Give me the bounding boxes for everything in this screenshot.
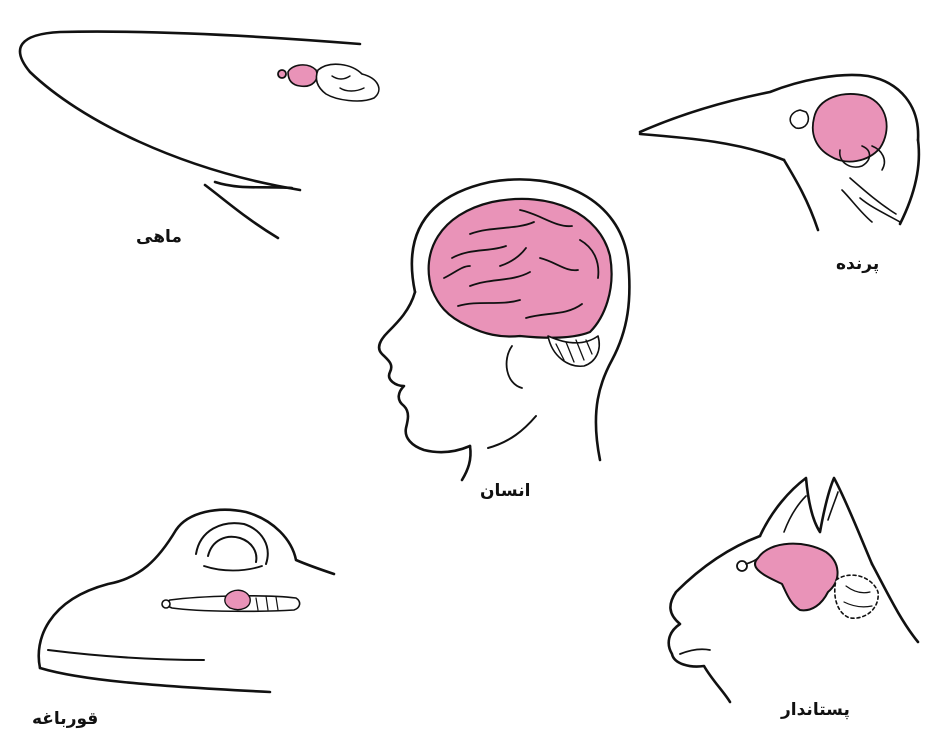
mammal-cerebellum — [835, 575, 878, 618]
frog-brain — [162, 590, 300, 611]
bird-feathers — [842, 178, 900, 222]
fish-fin-inner — [215, 182, 292, 188]
mammal-brain-olfactory — [737, 561, 747, 571]
frog-brain-cerebrum — [225, 590, 250, 609]
fish-illustration — [20, 32, 379, 238]
frog-jaw — [40, 668, 270, 692]
frog-brain-olfactory — [162, 600, 170, 608]
label-fish: ماهی — [136, 229, 182, 246]
bird-back — [900, 140, 919, 224]
mammal-back — [872, 564, 918, 642]
mammal-cerebrum — [755, 544, 838, 611]
frog-mouth — [48, 650, 204, 660]
frog-illustration — [39, 510, 334, 692]
frog-eye-lid — [204, 566, 262, 571]
human-illustration — [379, 179, 629, 480]
bird-brain — [790, 94, 886, 170]
frog-head-outline — [39, 510, 334, 668]
human-cerebrum — [429, 199, 612, 338]
mammal-head-outline — [669, 536, 760, 702]
human-jaw — [488, 416, 536, 448]
label-bird: پرنده — [836, 256, 879, 273]
fish-brain-hind — [316, 64, 378, 101]
mammal-mouth — [680, 649, 710, 654]
fish-head-outline — [20, 32, 360, 190]
fish-brain-olfactory — [278, 70, 286, 78]
human-neck — [462, 446, 471, 480]
frog-eye-inner — [208, 537, 256, 562]
bird-beak-lower — [640, 134, 784, 160]
label-mammal: پستاندار — [781, 702, 850, 719]
label-frog: قورباغه — [32, 711, 98, 728]
bird-neck — [784, 160, 818, 230]
bird-illustration — [640, 75, 919, 230]
human-ear — [507, 346, 522, 388]
bird-brain-cerebrum — [813, 94, 887, 162]
mammal-brain — [737, 544, 878, 619]
mammal-illustration — [669, 478, 918, 702]
fish-brain-cerebrum — [288, 65, 317, 86]
fish-fin — [205, 185, 278, 238]
label-human: انسان — [480, 483, 530, 500]
human-brain — [429, 199, 612, 366]
bird-brain-optic — [790, 110, 808, 128]
fish-brain — [278, 64, 379, 101]
